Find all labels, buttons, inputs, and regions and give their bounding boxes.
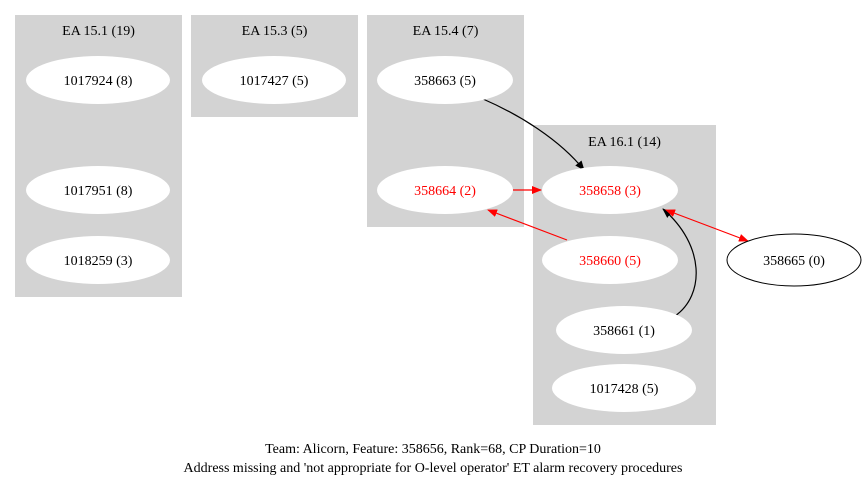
edge-358663-to-358658	[482, 98, 585, 171]
node-1017428[interactable]: 1017428 (5)	[552, 364, 696, 412]
node-1017427-label: 1017427 (5)	[240, 74, 309, 89]
node-1017951-shape	[26, 166, 170, 214]
node-358661-label: 358661 (1)	[593, 324, 655, 339]
node-358663-label: 358663 (5)	[414, 74, 476, 89]
node-358658[interactable]: 358658 (3)	[542, 166, 678, 214]
node-358660-shape	[542, 236, 678, 284]
footer-line-2: Address missing and 'not appropriate for…	[184, 461, 683, 476]
nodes: 1017924 (8) 1017951 (8) 1018259 (3) 1017…	[26, 56, 862, 412]
cluster-ea151-label: EA 15.1 (19)	[62, 24, 135, 39]
node-1017924[interactable]: 1017924 (8)	[26, 56, 170, 104]
node-358660[interactable]: 358660 (5)	[542, 236, 678, 284]
cluster-ea154-label: EA 15.4 (7)	[413, 24, 479, 39]
node-1018259-label: 1018259 (3)	[64, 254, 133, 269]
node-1017924-shape	[26, 56, 170, 104]
node-1017951[interactable]: 1017951 (8)	[26, 166, 170, 214]
node-358664-label: 358664 (2)	[414, 184, 476, 199]
node-358663[interactable]: 358663 (5)	[377, 56, 513, 104]
node-1017427[interactable]: 1017427 (5)	[202, 56, 346, 104]
node-358658-label: 358658 (3)	[579, 184, 641, 199]
footer-caption: Team: Alicorn, Feature: 358656, Rank=68,…	[184, 442, 683, 476]
node-358660-label: 358660 (5)	[579, 254, 641, 269]
node-1017951-label: 1017951 (8)	[64, 184, 133, 199]
edge-358660-to-358664	[487, 209, 568, 241]
node-358661-shape	[556, 306, 692, 354]
node-1017924-label: 1017924 (8)	[64, 74, 133, 89]
node-358663-shape	[377, 56, 513, 104]
node-358664-shape	[377, 166, 513, 214]
edge-358658-to-358665	[665, 209, 749, 242]
node-1017428-shape	[552, 364, 696, 412]
node-358665[interactable]: 358665 (0)	[726, 233, 862, 287]
footer-line-1: Team: Alicorn, Feature: 358656, Rank=68,…	[265, 442, 601, 457]
node-1017427-shape	[202, 56, 346, 104]
cluster-ea153-label: EA 15.3 (5)	[242, 24, 308, 39]
node-358658-shape	[542, 166, 678, 214]
node-1018259-shape	[26, 236, 170, 284]
node-358665-label: 358665 (0)	[763, 254, 825, 269]
edges	[482, 98, 749, 317]
node-1018259[interactable]: 1018259 (3)	[26, 236, 170, 284]
node-358661[interactable]: 358661 (1)	[556, 306, 692, 354]
cluster-ea161-label: EA 16.1 (14)	[588, 135, 661, 150]
node-358665-shape	[726, 233, 862, 287]
node-358664[interactable]: 358664 (2)	[377, 166, 513, 214]
node-1017428-label: 1017428 (5)	[590, 382, 659, 397]
